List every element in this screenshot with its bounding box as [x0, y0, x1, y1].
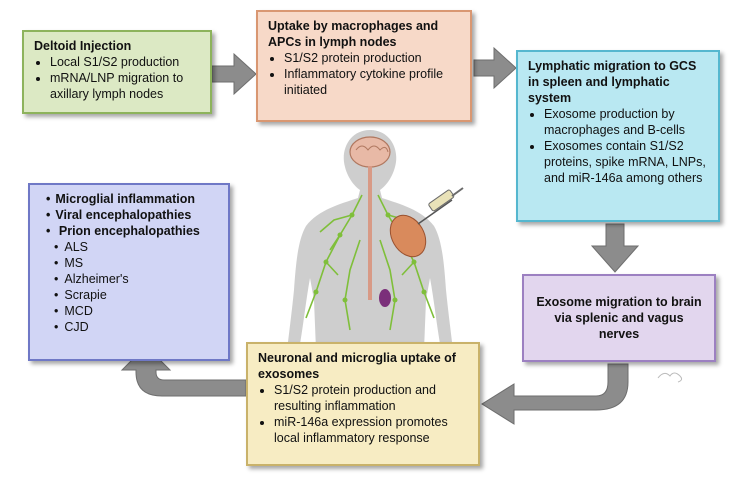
arrow-lymphatic-to-exosome — [590, 223, 640, 273]
arrow-exosome-to-neuronal — [481, 363, 629, 425]
body-figure-illustration — [288, 130, 464, 350]
deltoid-title: Deltoid Injection — [34, 39, 132, 53]
exosome-migration-title: Exosome migration to brain via splenic a… — [536, 295, 702, 341]
lymph-nodes — [313, 212, 427, 303]
uptake-title: Uptake by macrophages and APCs in lymph … — [268, 19, 439, 49]
arrow-uptake-to-lymphatic — [473, 46, 517, 90]
sub-list-item: Alzheimer's — [64, 271, 218, 287]
list-item: miR-146a expression promotes local infla… — [274, 414, 468, 446]
sub-list-item: CJD — [64, 319, 218, 335]
prion-label: Prion encephalopathies — [58, 224, 200, 238]
neuronal-list: S1/S2 protein production and resulting i… — [258, 382, 468, 446]
uptake-list: S1/S2 protein production Inflammatory cy… — [268, 50, 460, 98]
sub-list-item: MS — [64, 255, 218, 271]
deltoid-muscle-icon — [389, 214, 427, 258]
list-item: Viral encephalopathies — [46, 207, 218, 223]
list-item: mRNA/LNP migration to axillary lymph nod… — [50, 70, 200, 102]
arrow-deltoid-to-uptake — [211, 52, 257, 96]
list-item: Microglial inflammation — [46, 191, 218, 207]
list-item: Exosomes contain S1/S2 proteins, spike m… — [544, 138, 708, 186]
prion-sublist: ALS MS Alzheimer's Scrapie MCD CJD — [46, 239, 218, 335]
brain-icon — [349, 136, 391, 168]
syringe-icon — [417, 187, 464, 225]
list-item: S1/S2 protein production — [284, 50, 460, 66]
exosome-migration-box: Exosome migration to brain via splenic a… — [522, 274, 716, 362]
list-item: Exosome production by macrophages and B-… — [544, 106, 708, 138]
neuronal-uptake-box: Neuronal and microglia uptake of exosome… — [246, 342, 480, 466]
list-item: Inflammatory cytokine profile initiated — [284, 66, 460, 98]
list-item: Prion encephalopathies ALS MS Alzheimer'… — [46, 223, 218, 335]
lymphatic-title: Lymphatic migration to GCS in spleen and… — [528, 59, 697, 105]
lymphatic-list: Exosome production by macrophages and B-… — [528, 106, 708, 186]
sub-list-item: ALS — [64, 239, 218, 255]
outcomes-list: Microglial inflammation Viral encephalop… — [40, 191, 218, 335]
spleen-icon — [379, 289, 391, 307]
sub-list-item: Scrapie — [64, 287, 218, 303]
neuronal-title: Neuronal and microglia uptake of exosome… — [258, 351, 456, 381]
deltoid-injection-box: Deltoid Injection Local S1/S2 production… — [22, 30, 212, 114]
list-item: Local S1/S2 production — [50, 54, 200, 70]
outcomes-box: Microglial inflammation Viral encephalop… — [28, 183, 230, 361]
sub-list-item: MCD — [64, 303, 218, 319]
neuron-sketch-icon — [657, 372, 683, 383]
lymphatic-migration-box: Lymphatic migration to GCS in spleen and… — [516, 50, 720, 222]
list-item: S1/S2 protein production and resulting i… — [274, 382, 468, 414]
uptake-box: Uptake by macrophages and APCs in lymph … — [256, 10, 472, 122]
deltoid-list: Local S1/S2 production mRNA/LNP migratio… — [34, 54, 200, 102]
